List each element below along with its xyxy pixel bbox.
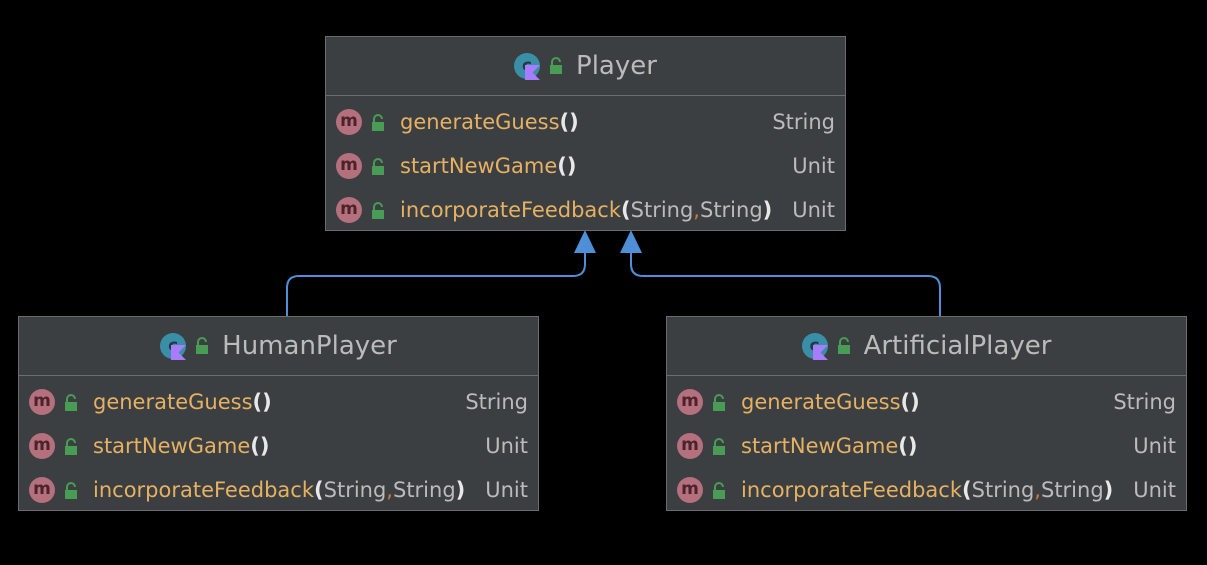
class-player[interactable]: cPlayermgenerateGuess()StringmstartNewGa…: [325, 36, 846, 231]
param-separator: ,: [693, 198, 700, 222]
method-name: startNewGame: [741, 434, 899, 458]
method-row[interactable]: m startNewGame() Unit: [667, 424, 1186, 468]
class-header: c HumanPlayer: [19, 317, 538, 376]
public-lock-icon: [711, 393, 727, 411]
class-artificial-player[interactable]: cArtificialPlayermgenerateGuess()Stringm…: [666, 316, 1187, 511]
method-name: startNewGame: [400, 154, 558, 178]
close-paren: ): [907, 434, 918, 458]
method-icon: m: [677, 389, 703, 415]
method-row[interactable]: m startNewGame() Unit: [19, 424, 538, 468]
param-type: String: [1040, 478, 1104, 502]
close-paren: ): [910, 390, 920, 414]
param-type: String: [323, 478, 387, 502]
open-paren: (: [962, 478, 972, 502]
edge-artificialplayer-to-player: [630, 252, 941, 316]
public-lock-icon: [370, 201, 386, 219]
method-row[interactable]: m startNewGame() Unit: [326, 144, 845, 188]
close-paren: ): [1103, 478, 1114, 502]
public-lock-icon: [194, 337, 210, 355]
open-paren: (: [900, 390, 911, 414]
method-icon: m: [336, 153, 362, 179]
edge-arrowhead-humanplayer: [574, 230, 596, 253]
method-name: generateGuess: [741, 390, 901, 414]
public-lock-icon: [548, 57, 564, 75]
open-paren: (: [559, 110, 570, 134]
method-row[interactable]: m generateGuess() String: [667, 380, 1186, 424]
return-type: String: [1113, 390, 1176, 414]
return-type: Unit: [485, 434, 528, 458]
public-lock-icon: [63, 481, 79, 499]
open-paren: (: [314, 478, 324, 502]
method-name: incorporateFeedback: [400, 198, 622, 222]
public-lock-icon: [63, 437, 79, 455]
param-type: String: [392, 478, 456, 502]
public-lock-icon: [711, 437, 727, 455]
return-type: Unit: [792, 154, 835, 178]
close-paren: ): [259, 434, 270, 458]
public-lock-icon: [836, 337, 852, 355]
return-type: String: [772, 110, 835, 134]
open-paren: (: [250, 434, 260, 458]
open-paren: (: [898, 434, 908, 458]
method-name: generateGuess: [93, 390, 253, 414]
param-type: String: [630, 198, 694, 222]
kotlin-flag-icon: [171, 345, 187, 360]
close-paren: ): [569, 110, 579, 134]
public-lock-icon: [370, 113, 386, 131]
public-lock-icon: [370, 157, 386, 175]
class-name: ArtificialPlayer: [863, 331, 1052, 361]
open-paren: (: [621, 198, 631, 222]
class-human-player[interactable]: cHumanPlayermgenerateGuess()Stringmstart…: [18, 316, 539, 511]
param-separator: ,: [386, 478, 393, 502]
edge-humanplayer-to-player: [286, 252, 586, 316]
open-paren: (: [557, 154, 567, 178]
close-paren: ): [455, 478, 466, 502]
method-icon: m: [29, 477, 55, 503]
method-icon: m: [29, 433, 55, 459]
class-name: HumanPlayer: [222, 331, 397, 361]
public-lock-icon: [63, 393, 79, 411]
kotlin-class-icon: c: [514, 53, 541, 80]
method-row[interactable]: m generateGuess() String: [19, 380, 538, 424]
open-paren: (: [252, 390, 263, 414]
method-icon: m: [677, 433, 703, 459]
method-icon: m: [677, 477, 703, 503]
param-type: String: [971, 478, 1035, 502]
return-type: Unit: [485, 478, 528, 502]
method-name: startNewGame: [93, 434, 251, 458]
edge-arrowhead-artificialplayer: [620, 230, 642, 253]
param-type: String: [699, 198, 763, 222]
kotlin-class-icon: c: [160, 333, 187, 360]
return-type: Unit: [1133, 478, 1176, 502]
kotlin-class-icon: c: [801, 333, 828, 360]
method-row[interactable]: m generateGuess() String: [326, 100, 845, 144]
return-type: Unit: [792, 198, 835, 222]
method-icon: m: [336, 109, 362, 135]
method-name: generateGuess: [400, 110, 560, 134]
param-separator: ,: [1034, 478, 1041, 502]
method-icon: m: [336, 197, 362, 223]
method-name: incorporateFeedback: [93, 478, 315, 502]
class-name: Player: [576, 51, 657, 81]
return-type: String: [465, 390, 528, 414]
return-type: Unit: [1133, 434, 1176, 458]
public-lock-icon: [711, 481, 727, 499]
method-icon: m: [29, 389, 55, 415]
close-paren: ): [566, 154, 577, 178]
kotlin-flag-icon: [525, 65, 541, 80]
class-header: c ArtificialPlayer: [667, 317, 1186, 376]
close-paren: ): [262, 390, 272, 414]
method-name: incorporateFeedback: [741, 478, 963, 502]
class-header: c Player: [326, 37, 845, 96]
kotlin-flag-icon: [812, 345, 828, 360]
close-paren: ): [762, 198, 773, 222]
